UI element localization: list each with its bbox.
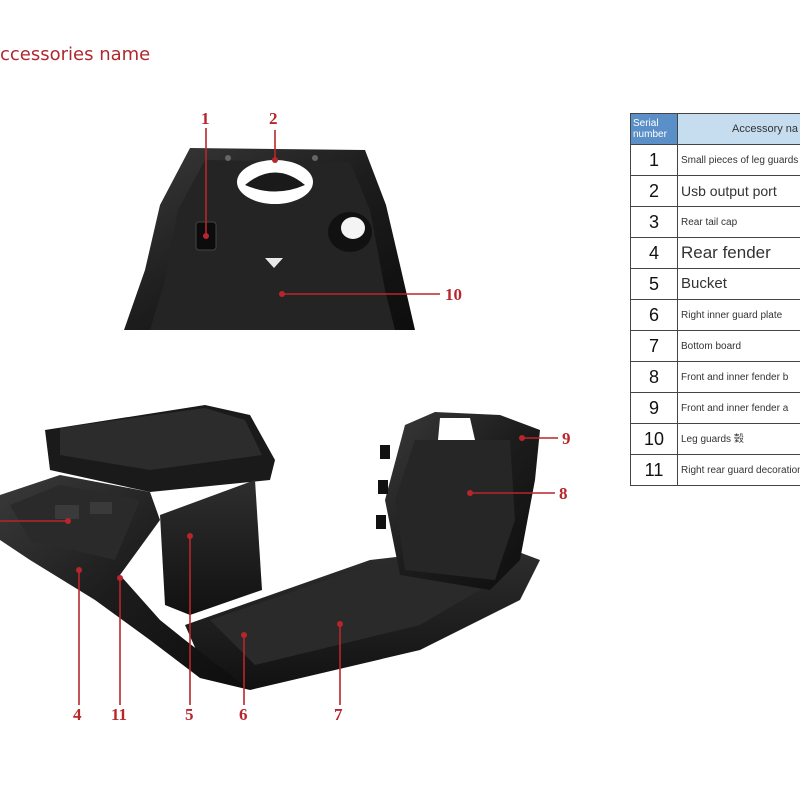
row-number: 11 xyxy=(630,454,678,486)
callout-7: 7 xyxy=(334,705,343,724)
row-number: 9 xyxy=(630,392,678,424)
row-name: Front and inner fender a xyxy=(677,392,800,424)
callout-10: 10 xyxy=(445,285,462,304)
table-row: 9 Front and inner fender a xyxy=(630,392,800,424)
row-number: 1 xyxy=(630,144,678,176)
row-number: 2 xyxy=(630,175,678,207)
callout-9: 9 xyxy=(562,429,571,448)
callout-8: 8 xyxy=(559,484,568,503)
row-name: Bottom board xyxy=(677,330,800,362)
row-name: Right rear guard decoration xyxy=(677,454,800,486)
row-name: Bucket xyxy=(677,268,800,300)
table-row: 3 Rear tail cap xyxy=(630,206,800,238)
leg-guard-part xyxy=(124,148,415,330)
callouts: 1 2 10 9 8 4 11 5 6 7 xyxy=(0,109,571,724)
header-serial: Serial number xyxy=(630,113,678,145)
table-row: 7 Bottom board xyxy=(630,330,800,362)
table-row: 10 Leg guards 㲄 xyxy=(630,423,800,455)
callout-5: 5 xyxy=(185,705,194,724)
table-row: 1 Small pieces of leg guards xyxy=(630,144,800,176)
row-number: 3 xyxy=(630,206,678,238)
table-row: 4 Rear fender xyxy=(630,237,800,269)
row-number: 6 xyxy=(630,299,678,331)
row-number: 4 xyxy=(630,237,678,269)
row-number: 10 xyxy=(630,423,678,455)
table-row: 11 Right rear guard decoration xyxy=(630,454,800,486)
callout-11: 11 xyxy=(111,705,127,724)
assembly-part xyxy=(0,405,540,690)
callout-6: 6 xyxy=(239,705,248,724)
row-number: 7 xyxy=(630,330,678,362)
table-row: 2 Usb output port xyxy=(630,175,800,207)
callout-4: 4 xyxy=(73,705,82,724)
row-name: Rear tail cap xyxy=(677,206,800,238)
row-number: 5 xyxy=(630,268,678,300)
table-row: 8 Front and inner fender b xyxy=(630,361,800,393)
callout-1: 1 xyxy=(201,109,210,128)
row-number: 8 xyxy=(630,361,678,393)
table-row: 6 Right inner guard plate xyxy=(630,299,800,331)
row-name: Right inner guard plate xyxy=(677,299,800,331)
page-heading: ccessories name xyxy=(0,44,151,65)
table-row: 5 Bucket xyxy=(630,268,800,300)
row-name: Front and inner fender b xyxy=(677,361,800,393)
table-header: Serial number Accessory na xyxy=(630,113,800,145)
callout-2: 2 xyxy=(269,109,278,128)
row-name: Usb output port xyxy=(677,175,800,207)
accessory-table: Serial number Accessory na 1 Small piece… xyxy=(630,113,800,486)
row-name: Rear fender xyxy=(677,237,800,269)
row-name: Small pieces of leg guards xyxy=(677,144,800,176)
header-name: Accessory na xyxy=(677,113,800,145)
row-name: Leg guards 㲄 xyxy=(677,423,800,455)
